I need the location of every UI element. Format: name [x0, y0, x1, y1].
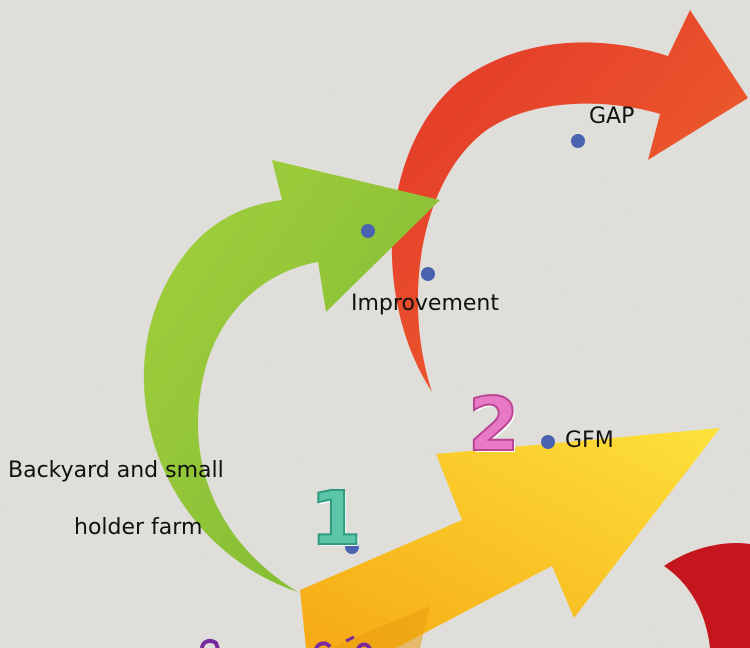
label-improvement: Improvement	[351, 291, 499, 316]
dot-gfm	[541, 435, 555, 449]
label-gap: GAP	[589, 104, 635, 129]
dot-backyard	[345, 540, 359, 554]
step-number-1: 1	[309, 476, 362, 562]
dot-gap	[571, 134, 585, 148]
step-number-2: 2	[467, 382, 520, 468]
label-backyard-line1: Backyard and small	[8, 458, 224, 483]
yellow-straight-arrow	[300, 428, 720, 648]
red-curved-arrow	[391, 10, 748, 392]
label-gfm: GFM	[565, 428, 614, 453]
dot-improvement	[421, 267, 435, 281]
yellow-arrow-shadow	[330, 606, 430, 648]
bottom-text-fragment	[200, 635, 372, 648]
green-curved-arrow	[143, 160, 440, 592]
red-corner-shape	[664, 542, 750, 648]
bottom-cut-off-text	[196, 634, 376, 648]
label-backyard-line2: holder farm	[74, 515, 203, 540]
dot-green-arrow	[361, 224, 375, 238]
